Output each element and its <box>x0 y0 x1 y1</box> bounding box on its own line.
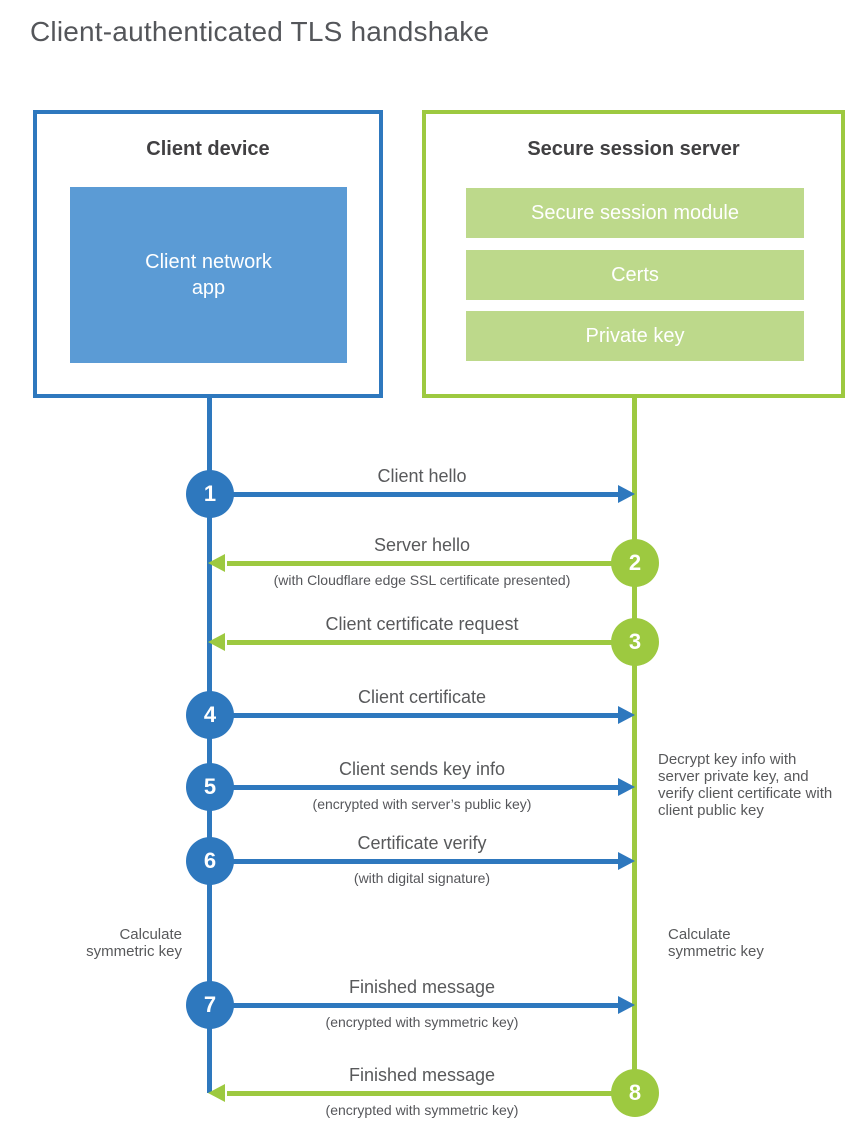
arrow-right-icon <box>618 996 635 1014</box>
arrow-line <box>227 640 632 645</box>
message-label: Certificate verify <box>357 833 487 853</box>
server-module-bar: Certs <box>466 250 804 300</box>
step-circle: 2 <box>611 539 659 587</box>
message-label: Finished message <box>348 1065 496 1085</box>
server-module-label: Private key <box>585 324 685 347</box>
message-label: Server hello <box>373 535 471 555</box>
step-circle: 3 <box>611 618 659 666</box>
note-decrypt-key-info: Decrypt key info with server private key… <box>658 751 833 819</box>
arrow-line <box>212 492 618 497</box>
step-number: 4 <box>203 702 217 727</box>
message-label: Finished message <box>348 977 496 997</box>
message-sublabel: (with Cloudflare edge SSL certificate pr… <box>273 572 571 588</box>
note-calculate-symmetric-key-server: Calculate symmetric key <box>668 926 764 960</box>
step-number: 2 <box>628 550 642 575</box>
arrow-right-icon <box>618 706 635 724</box>
client-device-title: Client device <box>146 138 270 160</box>
arrow-line <box>212 785 618 790</box>
server-lifeline <box>632 396 637 1093</box>
arrow-right-icon <box>618 852 635 870</box>
message-label: Client certificate request <box>325 614 519 634</box>
message-label: Client certificate <box>357 687 487 707</box>
step-circle: 1 <box>186 470 234 518</box>
page-title: Client-authenticated TLS handshake <box>30 16 490 47</box>
message-label: Client hello <box>377 466 467 486</box>
note-calculate-symmetric-key-client: Calculate symmetric key <box>86 926 182 960</box>
arrow-line <box>212 859 618 864</box>
arrow-line <box>212 1003 618 1008</box>
server-module-bar: Secure session module <box>466 188 804 238</box>
step-circle: 6 <box>186 837 234 885</box>
step-circle: 5 <box>186 763 234 811</box>
arrow-line <box>227 1091 632 1096</box>
step-number: 5 <box>203 774 217 799</box>
message-label: Client sends key info <box>338 759 506 779</box>
server-module-label: Secure session module <box>531 201 739 224</box>
message-sublabel: (encrypted with symmetric key) <box>325 1102 519 1118</box>
server-title: Secure session server <box>527 138 740 160</box>
arrow-left-icon <box>208 554 225 572</box>
server-module-bar: Private key <box>466 311 804 361</box>
arrow-right-icon <box>618 485 635 503</box>
client-network-app-label: Client network app <box>145 251 272 299</box>
server-module-label: Certs <box>611 263 659 286</box>
step-number: 6 <box>203 848 217 873</box>
client-network-app-box: Client network app <box>70 187 347 363</box>
step-number: 1 <box>203 481 217 506</box>
client-lifeline <box>207 396 212 1093</box>
step-circle: 8 <box>611 1069 659 1117</box>
arrow-right-icon <box>618 778 635 796</box>
step-number: 8 <box>628 1080 642 1105</box>
step-circle: 7 <box>186 981 234 1029</box>
arrow-line <box>212 713 618 718</box>
message-sublabel: (encrypted with symmetric key) <box>325 1014 519 1030</box>
arrow-line <box>227 561 632 566</box>
step-circle: 4 <box>186 691 234 739</box>
message-sublabel: (with digital signature) <box>353 870 491 886</box>
arrow-left-icon <box>208 1084 225 1102</box>
arrow-left-icon <box>208 633 225 651</box>
message-sublabel: (encrypted with server’s public key) <box>312 796 532 812</box>
step-number: 7 <box>203 992 217 1017</box>
step-number: 3 <box>628 629 642 654</box>
